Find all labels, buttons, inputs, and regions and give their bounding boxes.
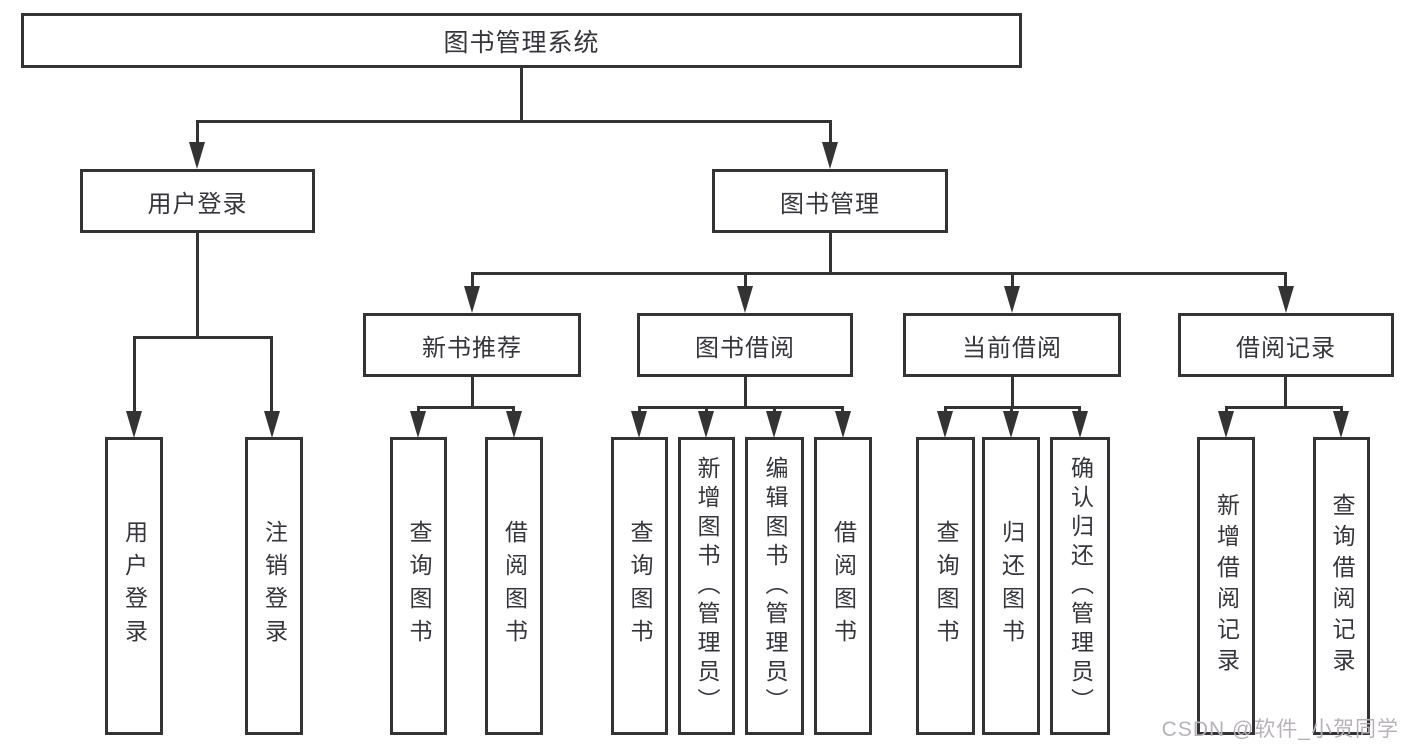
- connector-line: [1284, 272, 1287, 288]
- node-current-borrow: 当前借阅: [903, 313, 1121, 377]
- connector-line: [270, 336, 273, 413]
- connector-line: [196, 120, 832, 123]
- connector-line: [1340, 406, 1343, 413]
- arrowhead-icon: [1003, 411, 1019, 438]
- connector-line: [133, 336, 136, 413]
- connector-line: [638, 406, 641, 413]
- leaf-borrow-books-1: 借阅图书: [485, 437, 543, 735]
- connector-line: [1010, 406, 1013, 413]
- leaf-confirm-return-admin: 确认归还（管理员）: [1050, 437, 1110, 735]
- connector-line: [1011, 272, 1014, 288]
- leaf-query-books-1: 查询图书: [390, 437, 447, 735]
- arrowhead-icon: [822, 142, 838, 169]
- connector-line: [829, 233, 832, 272]
- leaf-borrow-books-2: 借阅图书: [814, 437, 872, 735]
- arrowhead-icon: [1278, 286, 1294, 313]
- connector-line: [1225, 406, 1228, 413]
- leaf-query-books-2: 查询图书: [611, 437, 668, 735]
- node-new-book-recommend: 新书推荐: [363, 313, 581, 377]
- arrowhead-icon: [126, 411, 142, 438]
- connector-line: [841, 406, 844, 413]
- node-book-management: 图书管理: [712, 169, 948, 233]
- connector-line: [773, 406, 776, 413]
- connector-line: [829, 120, 832, 144]
- connector-line: [133, 336, 273, 339]
- arrowhead-icon: [189, 142, 205, 169]
- leaf-return-books: 归还图书: [982, 437, 1040, 735]
- connector-line: [471, 272, 474, 288]
- arrowhead-icon: [737, 286, 753, 313]
- arrowhead-icon: [506, 411, 522, 438]
- arrowhead-icon: [410, 411, 426, 438]
- leaf-logout: 注销登录: [245, 437, 303, 735]
- connector-line: [196, 233, 199, 336]
- connector-line: [417, 406, 420, 413]
- connector-line: [196, 120, 199, 144]
- connector-line: [944, 406, 947, 413]
- leaf-query-books-3: 查询图书: [916, 437, 975, 735]
- leaf-add-borrow-record: 新增借阅记录: [1197, 437, 1255, 735]
- arrowhead-icon: [937, 411, 953, 438]
- csdn-watermark: CSDN @软件_小贺同学: [1161, 718, 1399, 741]
- connector-line: [744, 377, 747, 406]
- arrowhead-icon: [1333, 411, 1349, 438]
- connector-line: [471, 377, 474, 406]
- arrowhead-icon: [631, 411, 647, 438]
- arrowhead-icon: [464, 286, 480, 313]
- arrowhead-icon: [1218, 411, 1234, 438]
- connector-line: [512, 406, 515, 413]
- connector-line: [1078, 406, 1081, 413]
- leaf-add-books-admin: 新增图书（管理员）: [678, 437, 735, 735]
- arrowhead-icon: [1072, 411, 1088, 438]
- connector-line: [520, 68, 523, 120]
- node-user-login: 用户登录: [80, 169, 315, 233]
- connector-line: [1284, 377, 1287, 406]
- arrowhead-icon: [766, 411, 782, 438]
- node-borrow-records: 借阅记录: [1178, 313, 1394, 377]
- connector-line: [417, 406, 515, 409]
- leaf-edit-books-admin: 编辑图书（管理员）: [745, 437, 804, 735]
- leaf-user-login: 用户登录: [105, 437, 163, 735]
- arrowhead-icon: [1004, 286, 1020, 313]
- connector-line: [744, 272, 747, 288]
- leaf-query-borrow-record: 查询借阅记录: [1313, 437, 1370, 735]
- arrowhead-icon: [835, 411, 851, 438]
- arrowhead-icon: [264, 411, 280, 438]
- arrowhead-icon: [698, 411, 714, 438]
- connector-line: [638, 406, 844, 409]
- connector-line: [1011, 377, 1014, 406]
- node-system: 图书管理系统: [21, 13, 1022, 68]
- connector-line: [705, 406, 708, 413]
- connector-line: [471, 272, 1287, 275]
- connector-line: [1225, 406, 1342, 409]
- node-book-borrow: 图书借阅: [637, 313, 853, 377]
